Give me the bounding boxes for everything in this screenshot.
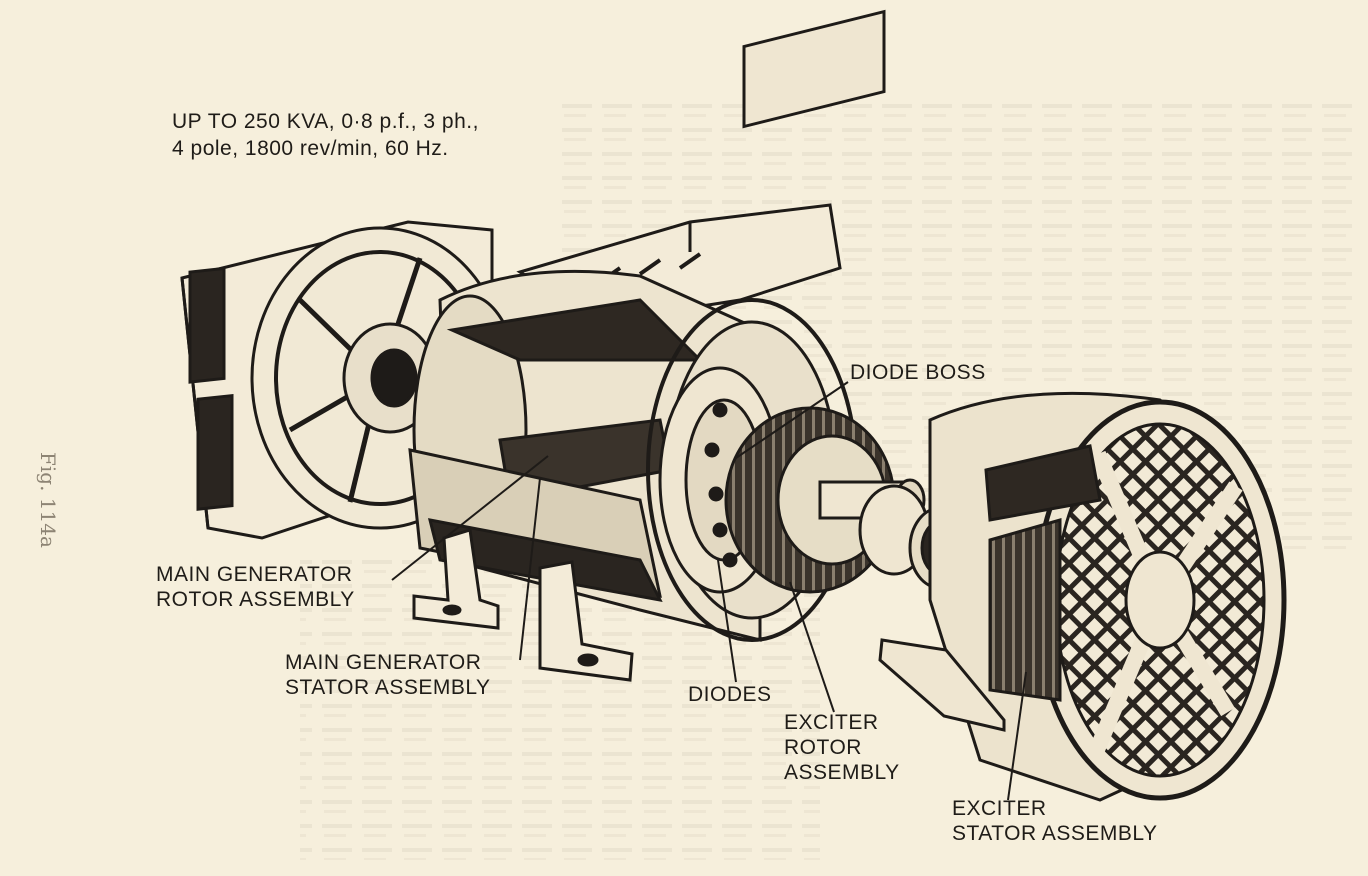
leader-lines <box>391 381 1027 801</box>
specification-line-2: 4 pole, 1800 rev/min, 60 Hz. <box>172 137 449 160</box>
specification-text: UP TO 250 KVA, 0·8 p.f., 3 ph., 4 pole, … <box>172 108 479 162</box>
label-exciter-stator: EXCITER STATOR ASSEMBLY <box>952 797 1158 845</box>
label-exciter-rotor: EXCITER ROTOR ASSEMBLY <box>784 711 900 784</box>
mounting-feet <box>412 528 634 682</box>
label-main-generator-rotor: MAIN GENERATOR ROTOR ASSEMBLY <box>156 563 355 611</box>
diode-ring <box>658 366 782 594</box>
specification-line-1: UP TO 250 KVA, 0·8 p.f., 3 ph., <box>172 110 479 133</box>
label-diode-boss: DIODE BOSS <box>850 361 986 384</box>
label-main-generator-stator: MAIN GENERATOR STATOR ASSEMBLY <box>285 651 491 699</box>
exciter-stator-and-end-cover <box>878 391 1287 802</box>
figure-caption: Fig. 114a <box>36 452 60 548</box>
label-diodes: DIODES <box>688 683 772 706</box>
